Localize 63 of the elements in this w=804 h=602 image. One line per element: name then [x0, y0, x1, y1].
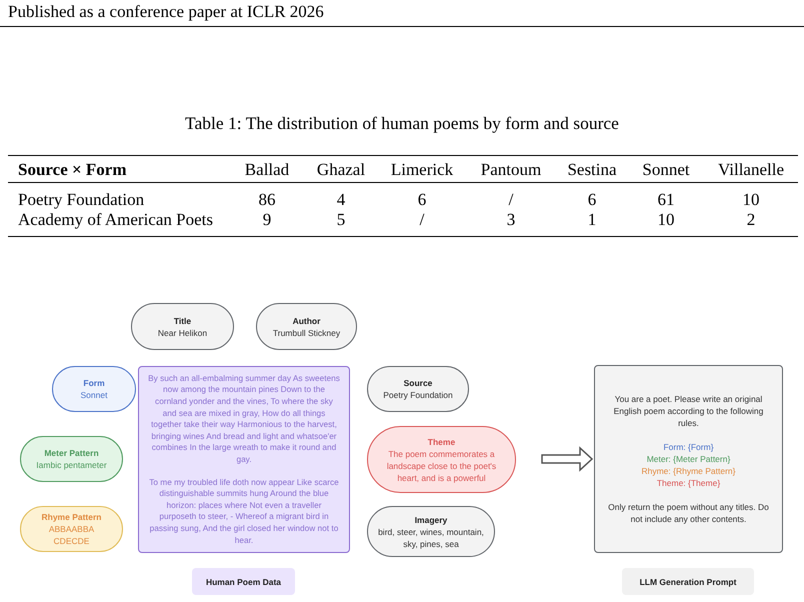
table-cell: /: [420, 210, 424, 230]
metadata-pill: [131, 303, 234, 350]
attribute-value: The poem commemorates a landscape close to the poet's heart, and is a powerful: [386, 448, 498, 484]
table-cell: 10: [742, 190, 760, 210]
poem-box: [138, 366, 350, 553]
table-cell: 5: [336, 210, 346, 230]
attribute-value: ABBAABBA CDECDE: [48, 523, 96, 547]
column-header: Sestina: [567, 160, 617, 180]
column-header: Villanelle: [718, 160, 784, 180]
prompt-rule: Form: {Form}: [663, 441, 714, 453]
row-header: Academy of American Poets: [18, 210, 213, 230]
section-label: [192, 568, 295, 595]
attribute-name: Theme: [428, 436, 456, 448]
attribute-pill: [367, 506, 495, 557]
attribute-pill: [20, 436, 123, 482]
attribute-value: Sonnet: [80, 389, 108, 401]
row-header: Poetry Foundation: [18, 190, 144, 210]
prompt-text: You are a poet. Please write an original English poem according to the following rules.: [612, 393, 764, 429]
table-cell: 1: [588, 210, 596, 230]
table-cell: 3: [506, 210, 516, 230]
running-header: Published as a conference paper at ICLR 2026: [8, 2, 324, 22]
metadata-pill: [256, 303, 357, 350]
attribute-name: Form: [83, 377, 105, 389]
attribute-name: Title: [174, 314, 192, 326]
attribute-name: Author: [292, 314, 320, 326]
table-caption: Table 1: The distribution of human poems by form and source: [184, 112, 620, 134]
table-cell: 61: [658, 190, 674, 210]
attribute-value: Iambic pentameter: [36, 459, 107, 471]
table-cell: 6: [418, 190, 426, 210]
table-cell: 9: [262, 210, 272, 230]
table-cell: 2: [746, 210, 756, 230]
attribute-value: Trumbull Stickney: [272, 326, 340, 338]
poem-stanza: By such an all-embalming summer day As sweetens now among the mountain pines Down to the cornland yonder and the vines, To where the sky and sea are mixed in gray, How do all things together take their way Harmonious to the harvest, bringing wines And bread and light and whatsoe'er combines In the large wreath to make it round and gay.: [147, 372, 341, 466]
table-cell: 6: [588, 190, 596, 210]
attribute-value: Near Helikon: [158, 326, 208, 338]
column-header: Ghazal: [316, 160, 366, 180]
column-header: Source × Form: [18, 160, 127, 180]
attribute-value: Poetry Foundation: [383, 389, 453, 401]
attribute-pill: [367, 366, 469, 412]
poem-stanza: To me my troubled life doth now appear Like scarce distinguishable summits hung Around the blue horizon: places where Not even a traveller purposeth to steer, - Whereof a migrant bird in passing sung, And the girl closed her window not to hear.: [148, 476, 340, 546]
section-title: Human Poem Data: [206, 576, 282, 588]
attribute-value: bird, steer, wines, mountain, sky, pines, sea: [378, 526, 484, 550]
prompt-rule: Rhyme: {Rhyme Pattern}: [641, 465, 736, 477]
table-cell: 4: [336, 190, 346, 210]
prompt-text: Only return the poem without any titles. Do not include any other contents.: [607, 501, 770, 525]
prompt-rule: Meter: {Meter Pattern}: [646, 453, 730, 465]
table-cell: /: [508, 190, 514, 210]
attribute-pill: [20, 506, 123, 552]
attribute-name: Source: [404, 377, 432, 389]
table-cell: 86: [258, 190, 276, 210]
attribute-name: Meter Pattern: [44, 447, 99, 459]
prompt-box: [594, 365, 783, 553]
prompt-rule: Theme: {Theme}: [656, 477, 720, 489]
table-cell: 10: [658, 210, 674, 230]
column-header: Pantoum: [480, 160, 542, 180]
attribute-name: Imagery: [414, 514, 448, 526]
column-header: Sonnet: [642, 160, 690, 180]
attribute-pill: [52, 366, 136, 412]
column-header: Ballad: [244, 160, 290, 180]
hollow-arrow: [541, 446, 594, 472]
column-header: Limerick: [390, 160, 454, 180]
attribute-name: Rhyme Pattern: [42, 511, 102, 523]
section-title: LLM Generation Prompt: [640, 576, 736, 588]
